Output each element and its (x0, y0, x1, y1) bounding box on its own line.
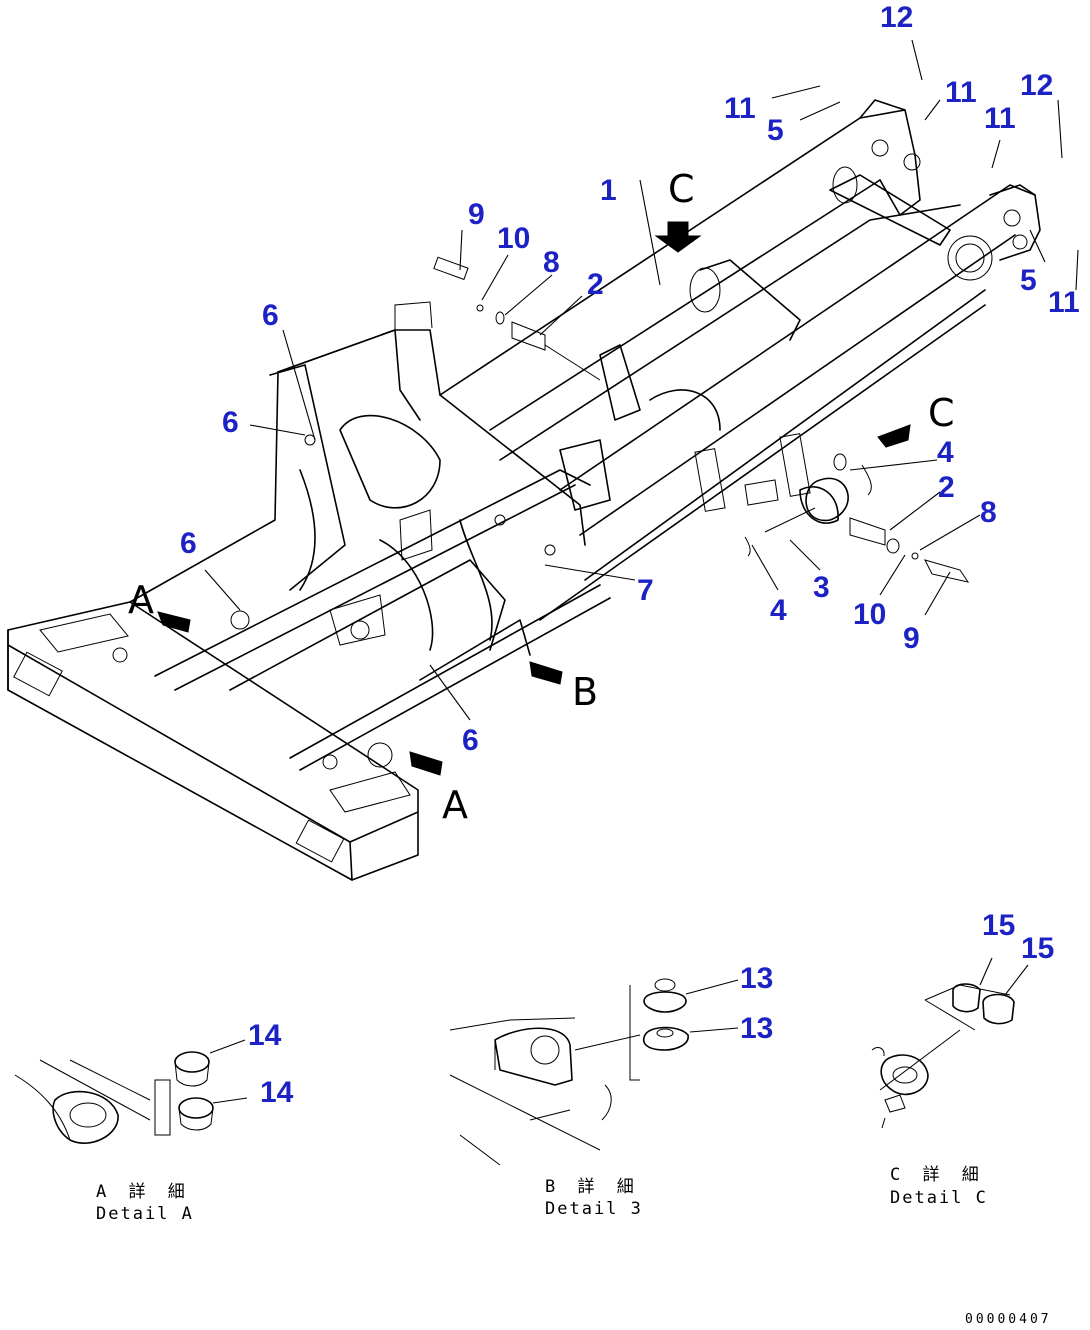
callout-11: 11 (945, 76, 977, 109)
detail-a-caption-jp: A 詳 細 (96, 1182, 191, 1202)
callout-14: 14 (248, 1019, 282, 1052)
callout-4: 4 (937, 436, 954, 469)
view-label-a: A (442, 783, 468, 827)
detail-captions: A 詳 細 Detail A B 詳 細 Detail 3 C 詳 細 Deta… (96, 1165, 988, 1224)
detail-a-caption-en: Detail A (96, 1204, 194, 1224)
callout-7: 7 (637, 574, 654, 607)
detail-b-caption-en: Detail 3 (545, 1199, 643, 1219)
detail-b-caption-jp: B 詳 細 (545, 1177, 640, 1197)
callout-9: 9 (903, 622, 920, 655)
callout-8: 8 (980, 496, 997, 529)
callout-13: 13 (740, 962, 773, 995)
callout-12: 12 (1020, 69, 1053, 102)
detail-b-drawing (449, 978, 739, 1166)
callout-5: 5 (1020, 264, 1037, 297)
callout-2: 2 (938, 471, 955, 504)
arrow-left-icon (529, 661, 563, 685)
callout-10: 10 (497, 222, 530, 255)
callout-8: 8 (543, 246, 560, 279)
callout-6: 6 (180, 527, 197, 560)
callout-11: 11 (724, 92, 756, 125)
callout-labels: 12 11 5 11 12 11 1 9 10 8 2 5 11 6 6 4 2… (180, 1, 1080, 1109)
arrow-left-icon (877, 424, 911, 448)
callout-11: 11 (1048, 286, 1080, 319)
arrow-down-icon (654, 221, 702, 253)
pin-assembly-left (433, 256, 601, 381)
callout-15: 15 (982, 909, 1015, 942)
callout-15: 15 (1021, 932, 1054, 965)
callout-14: 14 (260, 1076, 294, 1109)
arrow-left-icon (409, 751, 443, 776)
view-label-c: C (928, 391, 955, 435)
detail-c-drawing (871, 957, 1029, 1129)
view-label-c: C (668, 167, 695, 211)
callout-10: 10 (853, 598, 886, 631)
callout-9: 9 (468, 198, 485, 231)
pin-assembly-right (744, 453, 970, 583)
view-label-a: A (128, 578, 154, 622)
callout-13: 13 (740, 1012, 773, 1045)
callout-5: 5 (767, 114, 784, 147)
callout-1: 1 (600, 174, 617, 207)
view-label-b: B (572, 670, 598, 714)
callout-11: 11 (984, 102, 1016, 135)
detail-a-drawing (14, 1039, 248, 1144)
callout-2: 2 (587, 268, 604, 301)
callout-6: 6 (262, 299, 279, 332)
callout-3: 3 (813, 571, 830, 604)
callout-6: 6 (222, 406, 239, 439)
main-frame (7, 99, 1041, 881)
callout-4: 4 (770, 594, 787, 627)
detail-c-caption-jp: C 詳 細 (890, 1165, 985, 1185)
view-arrows (157, 221, 911, 776)
callout-12: 12 (880, 1, 913, 34)
document-number: 00000407 (965, 1312, 1052, 1327)
leader-lines (204, 39, 1079, 721)
arrow-right-icon (157, 611, 191, 633)
callout-6: 6 (462, 724, 479, 757)
detail-c-caption-en: Detail C (890, 1188, 988, 1208)
view-labels: C C A B A (128, 167, 955, 827)
